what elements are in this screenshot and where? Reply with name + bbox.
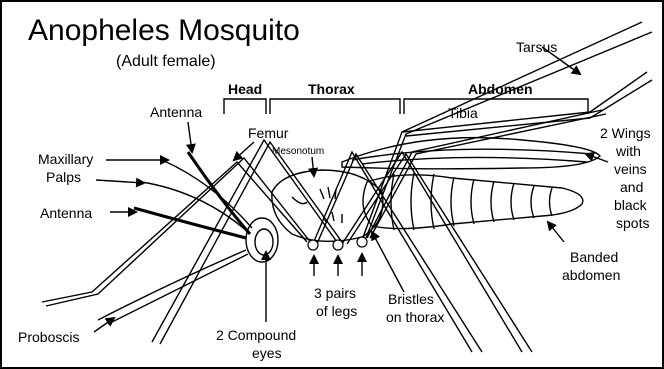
label-antenna-top: Antenna [150,104,202,120]
label-bristles-2: on thorax [386,309,444,325]
label-wings-4: and [620,179,643,195]
label-wings-1: 2 Wings [600,125,651,141]
section-head: Head [228,81,262,97]
label-wings-2: with [615,143,641,159]
section-thorax: Thorax [308,81,355,97]
label-legs-1: 3 pairs [314,285,356,301]
diagram-title: Anopheles Mosquito [28,14,300,47]
label-eyes-2: eyes [252,345,282,361]
label-tarsus: Tarsus [516,39,557,55]
label-tibia: Tibia [448,105,478,121]
label-banded-2: abdomen [562,267,620,283]
label-proboscis: Proboscis [18,329,79,345]
label-mesonotum: Mesonotum [272,146,324,157]
label-wings-5: black [614,197,648,213]
label-maxillary-2: Palps [46,169,81,185]
label-antenna-left: Antenna [40,205,92,221]
label-eyes-1: 2 Compound [216,327,296,343]
label-femur: Femur [248,125,289,141]
label-banded-1: Banded [570,249,618,265]
label-maxillary-1: Maxillary [38,151,93,167]
label-wings-6: spots [616,215,649,231]
head-body [246,218,278,262]
label-legs-2: of legs [316,303,357,319]
section-brackets [224,99,588,114]
label-bristles-1: Bristles [388,291,434,307]
diagram-subtitle: (Adult female) [116,53,216,70]
label-wings-3: veins [614,161,647,177]
head-appendages [98,152,252,324]
